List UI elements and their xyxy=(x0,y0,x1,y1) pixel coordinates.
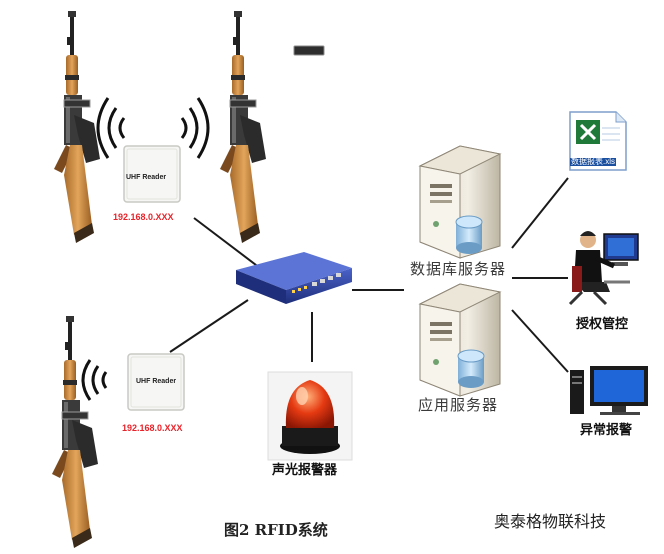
company-name: 奥泰格物联科技 xyxy=(494,512,607,531)
operator-workstation-icon xyxy=(568,231,639,306)
radio-waves-icon-1 xyxy=(96,97,126,159)
sound-light-alarm-label: 声光报警器 xyxy=(272,463,338,478)
database-server-label: 数据库服务器 xyxy=(410,260,507,278)
rifle-icon-1 xyxy=(54,11,100,243)
reader-label-1: UHF Reader xyxy=(126,174,167,181)
alarm-report-label: 异常报警 xyxy=(580,423,633,438)
database-cylinder-icon-2 xyxy=(457,349,485,389)
reader-label-2: UHF Reader xyxy=(136,378,177,385)
radio-waves-icon-3 xyxy=(81,359,108,401)
link-reader2-switch xyxy=(169,299,249,353)
figure-caption: 图2 RFID系统 xyxy=(224,521,328,539)
rfid-tag-icon-loose xyxy=(293,45,325,56)
database-cylinder-icon-1 xyxy=(455,215,483,255)
report-file-label: 数据报表.xls xyxy=(570,157,616,166)
rifle-icon-3 xyxy=(52,316,98,548)
radio-waves-icon-2 xyxy=(180,97,210,159)
link-server-monitor xyxy=(511,309,569,373)
computer-monitor-icon xyxy=(570,366,648,415)
authorization-label: 授权管控 xyxy=(576,317,629,332)
rfid-tag-icon-2 xyxy=(229,99,257,108)
rfid-tag-icon-3 xyxy=(61,411,89,420)
link-reader1-switch xyxy=(193,217,261,269)
rifle-icon-2 xyxy=(220,11,266,243)
link-server-report xyxy=(511,177,569,249)
sound-light-alarm-icon xyxy=(267,371,353,461)
reader-ip-2: 192.168.0.XXX xyxy=(122,423,183,433)
rfid-tag-icon-1 xyxy=(63,99,91,108)
connection-lines xyxy=(169,177,569,373)
application-server-label: 应用服务器 xyxy=(418,396,499,414)
network-switch-icon xyxy=(236,252,352,304)
reader-ip-1: 192.168.0.XXX xyxy=(113,212,174,222)
